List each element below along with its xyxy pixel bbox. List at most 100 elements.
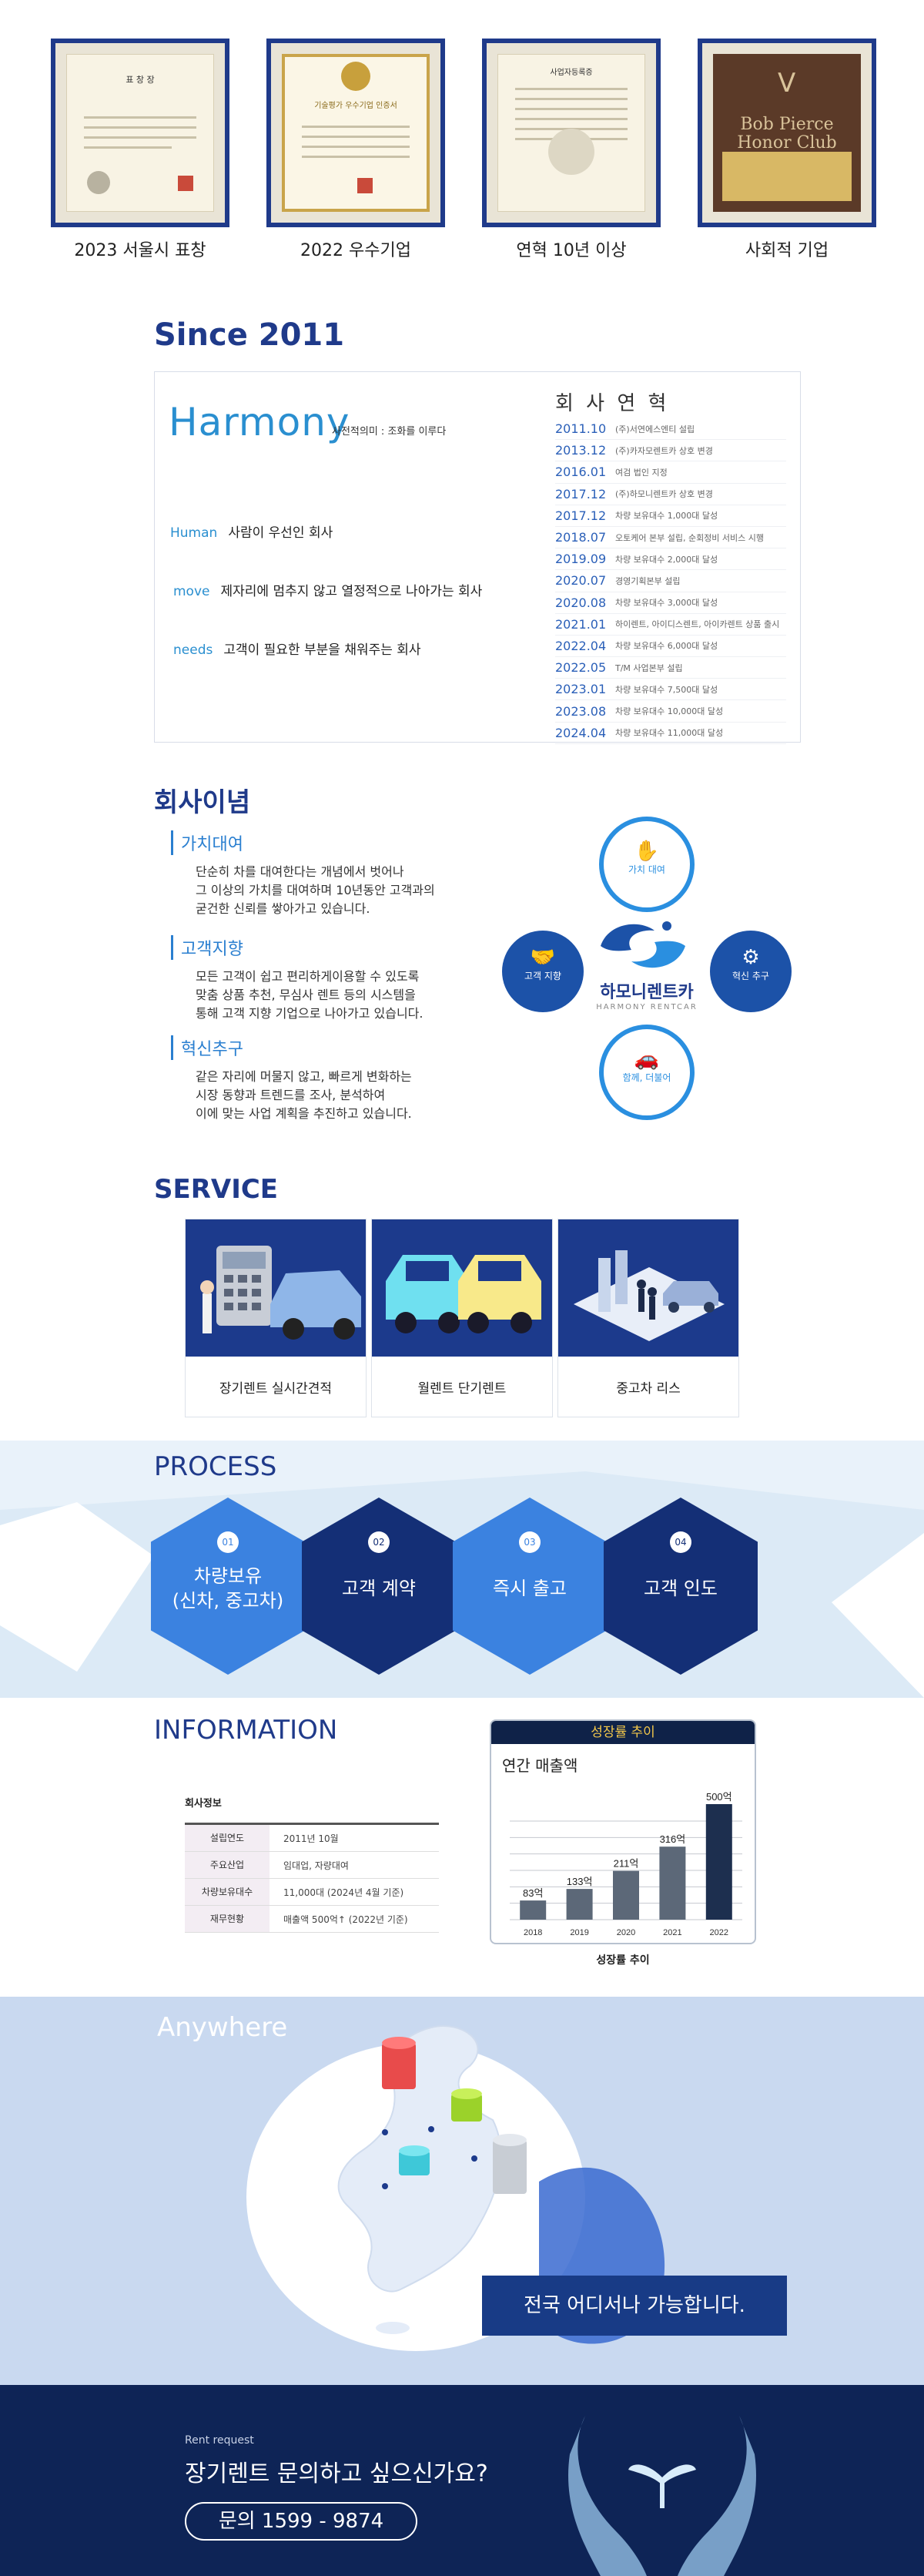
- inquiry-phone-button[interactable]: 문의 1599 - 9874: [185, 2502, 417, 2541]
- service-card-longterm[interactable]: 장기렌트 실시간견적: [185, 1219, 367, 1417]
- award-frame: 사업자등록증: [482, 39, 661, 227]
- table-key: 설립연도: [185, 1825, 270, 1851]
- circle-label: 혁신 추구: [732, 971, 769, 981]
- value-text: 제자리에 멈추지 않고 열정적으로 나아가는 회사: [220, 584, 483, 599]
- logo-name: 하모니렌트카: [600, 983, 694, 1002]
- history-year: 2022.04: [555, 638, 607, 653]
- philosophy-item: 혁신추구 같은 자리에 머물지 않고, 빠르게 변화하는 시장 동향과 트렌드를…: [171, 1035, 505, 1123]
- certificate-image: 표 창 장: [66, 54, 214, 212]
- history-row: 2018.07 오토케어 본부 설립, 순회정비 서비스 시행: [555, 527, 786, 549]
- rent-request-heading: 장기렌트 문의하고 싶으신가요?: [185, 2460, 488, 2487]
- circle-value-rent: ✋가치 대여: [599, 817, 695, 912]
- history-row: 2013.12 (주)카자모렌트카 상호 변경: [555, 440, 786, 462]
- history-row: 2020.08 차량 보유대수 3,000대 달성: [555, 592, 786, 614]
- circle-customer: 🤝고객 지향: [502, 931, 584, 1012]
- history-text: (주)카자모렌트카 상호 변경: [615, 445, 713, 456]
- table-key: 재무현황: [185, 1906, 270, 1932]
- value-text: 사람이 우선인 회사: [228, 525, 333, 541]
- history-row: 2017.12 (주)하모니렌트카 상호 변경: [555, 484, 786, 505]
- data-label: 133억: [567, 1876, 593, 1887]
- award-social: V Bob Pierce Honor Club 사회적 기업: [698, 39, 876, 261]
- chart-caption: 성장률 추이: [596, 1954, 650, 1967]
- process-section: PROCESS 01 차량보유 (신차, 중고차) 02 고객 계약 03 즉시…: [0, 1441, 924, 1698]
- history-year: 2017.12: [555, 508, 607, 523]
- circle-together: 🚗함께, 더불어: [599, 1025, 695, 1120]
- x-tick-label: 2018: [524, 1928, 542, 1937]
- process-title: PROCESS: [154, 1451, 277, 1482]
- table-value: 2011년 10월: [283, 1833, 339, 1844]
- table-key: 차량보유대수: [185, 1879, 270, 1905]
- hand-plant-icon: ✋: [634, 840, 660, 863]
- history-year: 2024.04: [555, 725, 607, 740]
- data-label: 83억: [523, 1887, 543, 1899]
- value-move: move 제자리에 멈추지 않고 열정적으로 나아가는 회사: [173, 580, 482, 599]
- philosophy-heading: 혁신추구: [171, 1035, 505, 1060]
- history-year: 2018.07: [555, 530, 607, 545]
- value-human: Human 사람이 우선인 회사: [170, 522, 333, 541]
- history-text: 여검 법인 지정: [615, 467, 668, 478]
- history-text: 오토케어 본부 설립, 순회정비 서비스 시행: [615, 532, 765, 543]
- award-frame: 표 창 장: [51, 39, 229, 227]
- value-text: 고객이 필요한 부분을 채워주는 회사: [223, 642, 421, 658]
- data-label: 316억: [660, 1833, 686, 1845]
- history-year: 2017.12: [555, 486, 607, 501]
- logo-english: HARMONY RENTCAR: [596, 1003, 698, 1011]
- value-key: move: [173, 584, 210, 599]
- history-row: 2019.09 차량 보유대수 2,000대 달성: [555, 548, 786, 571]
- hands-plant-illustration: [568, 2416, 756, 2576]
- circle-label: 고객 지향: [524, 971, 561, 981]
- history-year: 2013.12: [555, 443, 607, 458]
- history-text: 차량 보유대수 1,000대 달성: [615, 511, 718, 522]
- bar-2019: [566, 1889, 593, 1920]
- service-card-lease[interactable]: 중고차 리스: [557, 1219, 739, 1417]
- award-excellent: 기술평가 우수기업 인증서 2022 우수기업: [266, 39, 445, 261]
- philosophy-heading: 가치대여: [171, 830, 505, 855]
- history-text: 경영기획본부 설립: [615, 575, 681, 586]
- awards-section: 표 창 장 2023 서울시 표창 기술평가 우수기업 인증서 2022 우수기…: [0, 0, 924, 293]
- history-text: 차량 보유대수 10,000대 달성: [615, 706, 724, 717]
- gear-icon: ⚙: [742, 946, 760, 969]
- anywhere-section: Anywhere 전국 어디서나 가능합니다.: [0, 1997, 924, 2385]
- step-number: 02: [368, 1531, 390, 1553]
- history-text: 차량 보유대수 2,000대 달성: [615, 554, 718, 565]
- rent-request-label: Rent request: [185, 2434, 254, 2447]
- service-label: 장기렌트 실시간견적: [219, 1380, 333, 1397]
- history-year: 2019.09: [555, 552, 607, 567]
- bar-2021: [659, 1846, 686, 1920]
- philosophy-title: 회사이념: [154, 787, 251, 818]
- rent-request-section: Rent request 장기렌트 문의하고 싶으신가요? 문의 1599 - …: [0, 2385, 924, 2576]
- step-number: 04: [670, 1531, 691, 1553]
- certificate-image: 사업자등록증: [497, 54, 645, 212]
- award-frame: V Bob Pierce Honor Club: [698, 39, 876, 227]
- plaque-image: V Bob Pierce Honor Club: [713, 54, 861, 212]
- x-tick-label: 2021: [663, 1928, 681, 1937]
- history-year: 2011.10: [555, 421, 607, 437]
- history-row: 2017.12 차량 보유대수 1,000대 달성: [555, 505, 786, 527]
- history-year: 2020.08: [555, 595, 607, 610]
- value-key: Human: [170, 525, 218, 541]
- history-text: 차량 보유대수 3,000대 달성: [615, 598, 718, 609]
- service-label: 중고차 리스: [616, 1380, 681, 1397]
- history-text: (주)하모니렌트카 상호 변경: [615, 489, 713, 500]
- service-title: SERVICE: [154, 1174, 279, 1205]
- circle-label: 가치 대여: [628, 864, 665, 875]
- history-title: 회 사 연 혁: [555, 392, 670, 415]
- circle-label: 함께, 더불어: [622, 1072, 671, 1083]
- award-seoul: 표 창 장 2023 서울시 표창: [51, 39, 229, 261]
- step-text: 즉시 출고: [493, 1578, 567, 1599]
- service-card-monthly[interactable]: 월렌트 단기렌트: [371, 1219, 553, 1417]
- cars-illustration: [372, 1219, 552, 1357]
- car-icon: 🚗: [634, 1048, 660, 1071]
